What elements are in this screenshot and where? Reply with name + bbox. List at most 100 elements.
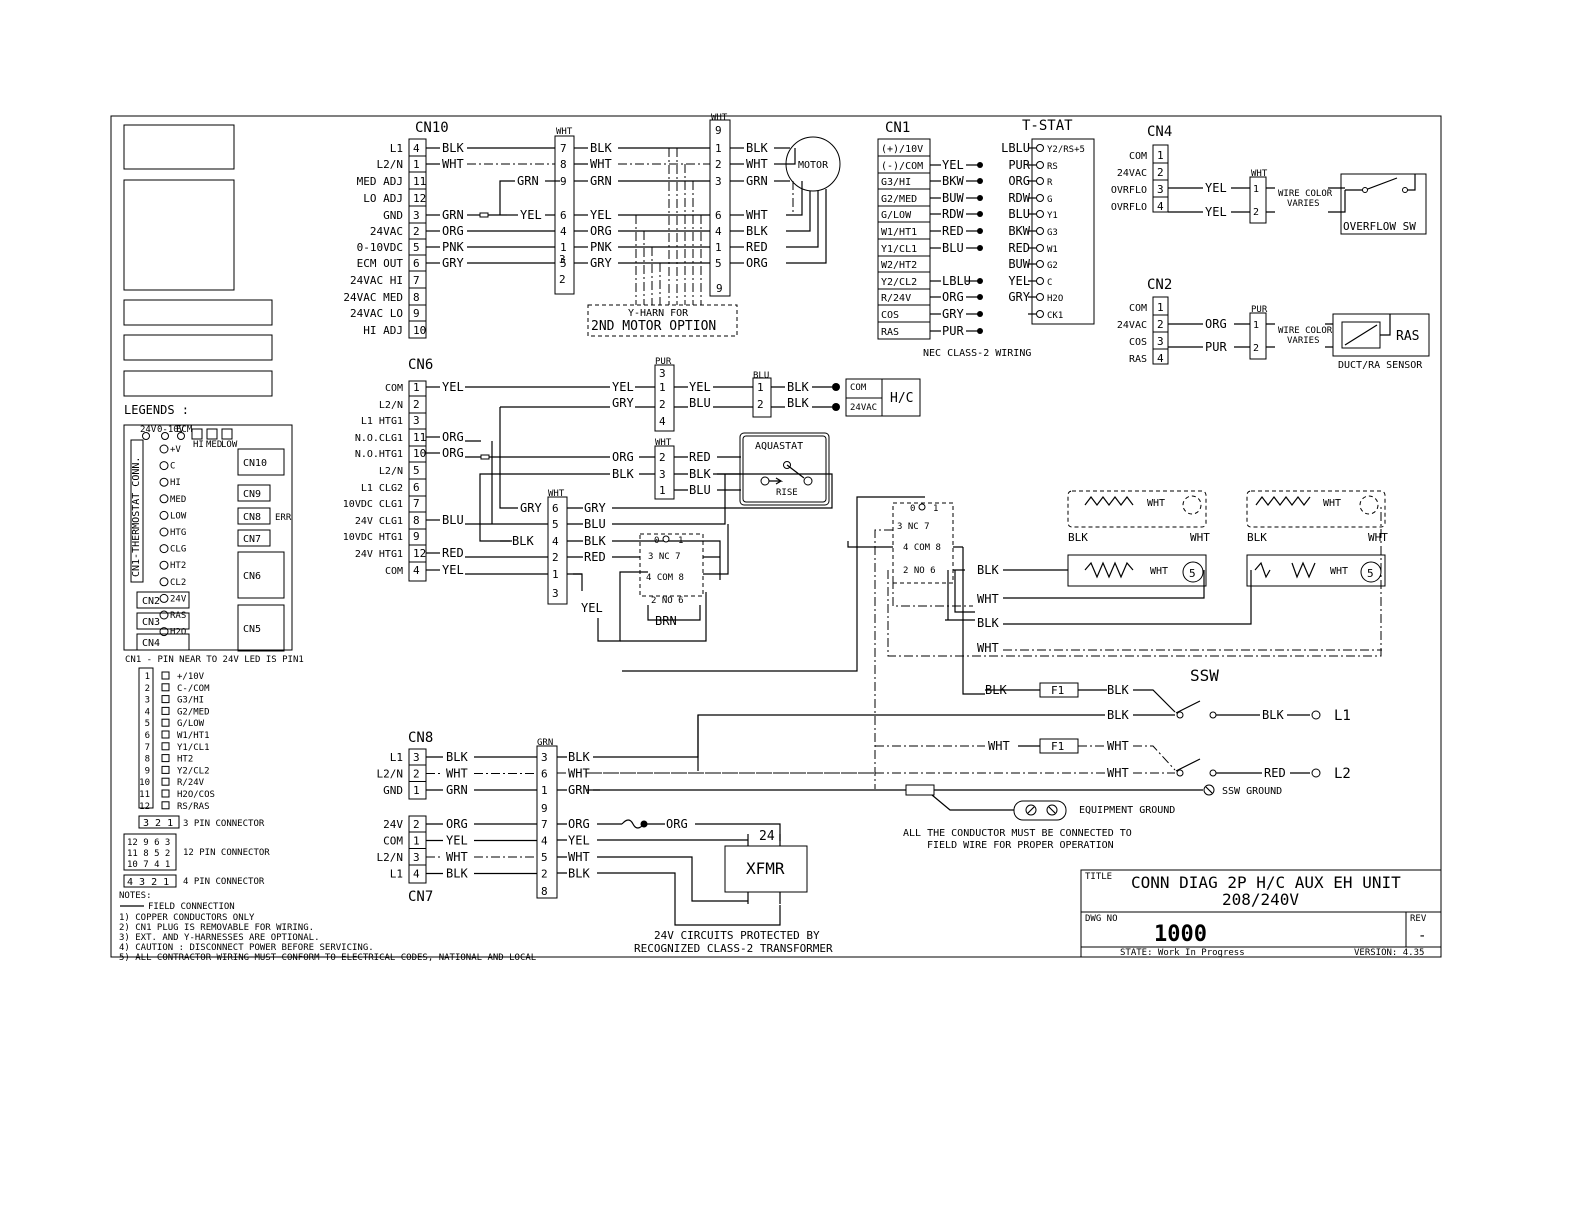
cn2-wire: ORG <box>1205 317 1227 331</box>
heater-2-top-wire: WHT <box>1323 498 1341 509</box>
cn6-pur-pin: 3 <box>659 367 666 380</box>
legend-terminal <box>159 610 169 620</box>
cn7-note: 24V CIRCUITS PROTECTED BY <box>654 929 820 942</box>
cn6-pin-number: 4 <box>413 564 420 577</box>
legend-top-label: LOW <box>221 440 238 450</box>
title-block-label: TITLE <box>1085 872 1112 882</box>
cn4-pin-label: 24VAC <box>1117 168 1147 179</box>
cn1-wire: BLU <box>942 241 964 255</box>
dwg-no: 1000 <box>1154 922 1207 947</box>
tstat-terminal <box>1036 144 1044 152</box>
legend-3-pin-label: 3 PIN CONNECTOR <box>183 819 265 829</box>
tstat-wire: YEL <box>1008 274 1030 288</box>
heater-1-wire: WHT <box>1150 566 1168 577</box>
cn7-wire: ORG <box>446 817 468 831</box>
fuse-wire: WHT <box>1107 739 1129 753</box>
note-item: 1) COPPER CONDUCTORS ONLY <box>119 913 255 923</box>
svg-text:5: 5 <box>1189 567 1196 580</box>
cn10-pin-label: GND <box>383 209 403 222</box>
cn1-wire: RDW <box>942 207 964 221</box>
cn2-pin-label: 24VAC <box>1117 320 1147 331</box>
cn6-wire: ORG <box>442 446 464 460</box>
ssw-out: BLK <box>1262 708 1284 722</box>
cn10-pin-label: HI ADJ <box>363 324 403 337</box>
cn7-pin-label: COM <box>383 835 403 848</box>
cn2-pin-number: 1 <box>1157 301 1164 314</box>
legend-terminal <box>159 627 169 637</box>
note-item: 2) CN1 PLUG IS REMOVABLE FOR WIRING. <box>119 923 314 933</box>
legend-top-label: 0-10V <box>157 425 185 435</box>
cn10-motor-pin: 3 <box>715 175 722 188</box>
cn6-pur-in: YEL <box>612 380 634 394</box>
cn6-pin-label: L1 HTG1 <box>361 416 403 427</box>
cn10-motor-wire: BLK <box>746 224 768 238</box>
cn6-lower-pin: 1 <box>552 568 559 581</box>
cn10-wire: ORG <box>442 224 464 238</box>
cn6-pin-label: COM <box>385 566 403 577</box>
cn6-pin-label: L2/N <box>379 400 403 411</box>
legend-terminal <box>159 494 169 504</box>
cn8-wire: GRN <box>446 783 468 797</box>
cn10-pin-label: MED ADJ <box>357 175 403 188</box>
legend-pin-box <box>161 683 170 692</box>
cn10-wire: YEL <box>520 208 542 222</box>
motor-label: MOTOR <box>798 160 829 171</box>
cn10-motor-wire: WHT <box>746 157 768 171</box>
legend-terminal-tag: +V <box>170 445 181 455</box>
legend-pin-box <box>161 706 170 715</box>
tstat-wire: LBLU <box>1001 141 1030 155</box>
cn1-wire: LBLU <box>942 274 971 288</box>
cn7-plug-pin: 7 <box>541 818 548 831</box>
legend-connector-label: CN10 <box>243 458 267 469</box>
cn4-wire: YEL <box>1205 205 1227 219</box>
hc-label: H/C <box>890 391 913 406</box>
cn2-plug-tag: PUR <box>1251 305 1268 315</box>
cn8-pin-number: 1 <box>413 784 420 797</box>
heater-relay-term: 4 COM 8 <box>903 543 941 553</box>
cn6-pin-label: L1 CLG2 <box>361 483 403 494</box>
cn8-pin-number: 2 <box>413 768 420 781</box>
legend-pin-text: H2O/COS <box>177 790 215 800</box>
cn10-motor-wire: GRN <box>746 174 768 188</box>
legend-terminal-tag: H2O <box>170 628 186 638</box>
legend-section: LEGENDS : 24V 0-10V ECM HI MED LOW CN1-T… <box>123 403 304 888</box>
overflow-switch-label: OVERFLOW SW <box>1343 220 1416 233</box>
legend-top-label: MED <box>206 440 222 450</box>
cn1-pin-label: R/24V <box>881 293 911 304</box>
ssw-ground: SSW GROUND <box>1222 786 1282 797</box>
legend-terminal-tag: LOW <box>170 511 187 521</box>
tstat-wire: RDW <box>1008 191 1030 205</box>
tstat-wire: BLU <box>1008 207 1030 221</box>
tstat-wire: BUW <box>1008 257 1030 271</box>
cn2-pin-number: 3 <box>1157 335 1164 348</box>
title-block-version: VERSION: 4.35 <box>1354 948 1424 958</box>
title-block-state: STATE: Work In Progress <box>1120 948 1245 958</box>
cn2-plug-pin: 2 <box>1253 343 1259 354</box>
ras-sensor-label: DUCT/RA SENSOR <box>1338 360 1423 371</box>
legend-connector <box>237 529 271 547</box>
terminal-dot <box>977 278 983 284</box>
legend-connector <box>136 633 190 651</box>
cn7-out-wire: WHT <box>568 850 590 864</box>
cn1-wire: ORG <box>942 290 964 304</box>
cn8-wire: WHT <box>446 767 468 781</box>
terminal-dot <box>977 211 983 217</box>
cn1-pin-label: (+)/10V <box>881 144 923 155</box>
heater-2 <box>1246 554 1386 587</box>
tstat-term: Y2/RS+5 <box>1047 145 1085 155</box>
y-harness-wires <box>635 148 702 305</box>
heater-wire: BLK <box>977 616 999 630</box>
tstat-term: RS <box>1047 162 1058 172</box>
cn10-motor-pin: 9 <box>715 124 722 137</box>
cn6-pur-out: YEL <box>689 380 711 394</box>
legend-pin-number: 6 <box>145 731 150 741</box>
cn6-pin-number: 12 <box>413 547 426 560</box>
cn6-pin-number: 9 <box>413 530 420 543</box>
cn7-title: CN7 <box>408 889 433 905</box>
heater-1 <box>1067 554 1207 587</box>
cn10-out-wire: ORG <box>590 224 612 238</box>
cn6-pin-label: L2/N <box>379 466 403 477</box>
cn6-pin-number: 10 <box>413 447 426 460</box>
cn10-pin-number: 6 <box>413 257 420 270</box>
